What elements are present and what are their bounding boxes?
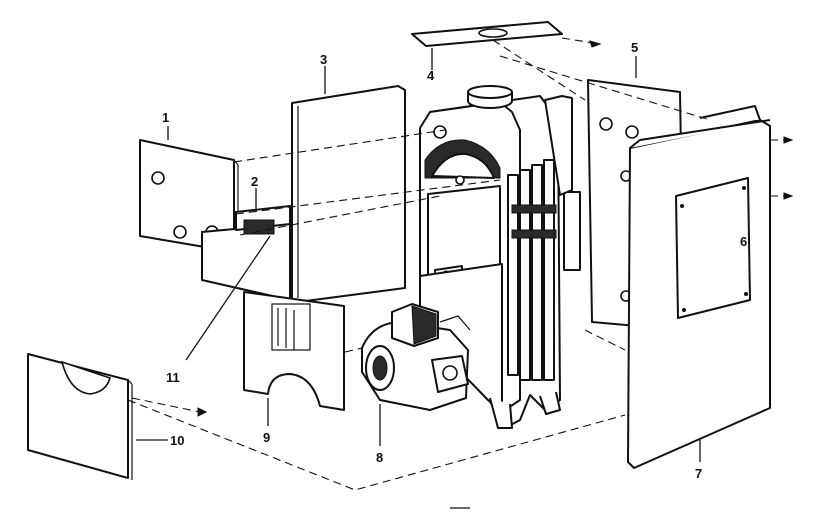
callout-10: 10 (170, 433, 184, 448)
top-cover (411, 21, 711, 121)
callout-3: 3 (320, 52, 327, 67)
callout-leaders (136, 48, 701, 462)
callout-7: 7 (695, 466, 702, 481)
callout-1: 1 (162, 110, 169, 125)
rear-left-panel (291, 85, 406, 303)
callout-2: 2 (251, 174, 258, 189)
right-side-panel (627, 105, 794, 469)
callout-5: 5 (631, 40, 638, 55)
lower-front-panel (243, 291, 345, 411)
callout-9: 9 (263, 430, 270, 445)
callout-11: 11 (166, 370, 180, 385)
callout-8: 8 (376, 450, 383, 465)
boiler-block (419, 85, 581, 429)
callout-4: 4 (427, 68, 435, 83)
boiler-fins (507, 159, 555, 381)
control-bracket (201, 179, 501, 301)
callout-6: 6 (740, 234, 747, 249)
front-kick-panel (27, 353, 208, 480)
burner-assembly (361, 303, 471, 411)
